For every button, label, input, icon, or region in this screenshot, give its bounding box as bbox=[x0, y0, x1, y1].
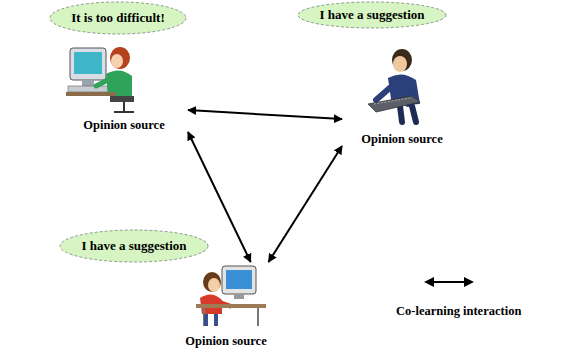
opinion-source: Opinion source bbox=[170, 262, 282, 348]
co-learning-arrow bbox=[269, 146, 342, 262]
legend-label: Co-learning interaction bbox=[396, 304, 521, 319]
bubble-text: I have a suggestion bbox=[319, 8, 424, 23]
woman-at-computer bbox=[66, 47, 134, 112]
source-label: Opinion source bbox=[60, 118, 188, 132]
bubble-text: I have a suggestion bbox=[81, 239, 186, 254]
opinion-source: Opinion source bbox=[342, 50, 462, 146]
boy-at-computer bbox=[196, 266, 266, 326]
speech-bubble: It is too difficult! bbox=[49, 1, 187, 35]
speech-bubble: I have a suggestion bbox=[297, 1, 447, 29]
opinion-source: Opinion source bbox=[60, 44, 188, 132]
source-label: Opinion source bbox=[342, 132, 462, 146]
bubble-text: It is too difficult! bbox=[71, 11, 165, 26]
legend-double-arrow bbox=[424, 277, 474, 287]
man-at-keyboard bbox=[368, 49, 420, 122]
source-label: Opinion source bbox=[170, 334, 282, 348]
co-learning-arrow bbox=[188, 110, 342, 119]
speech-bubble: I have a suggestion bbox=[59, 229, 209, 263]
